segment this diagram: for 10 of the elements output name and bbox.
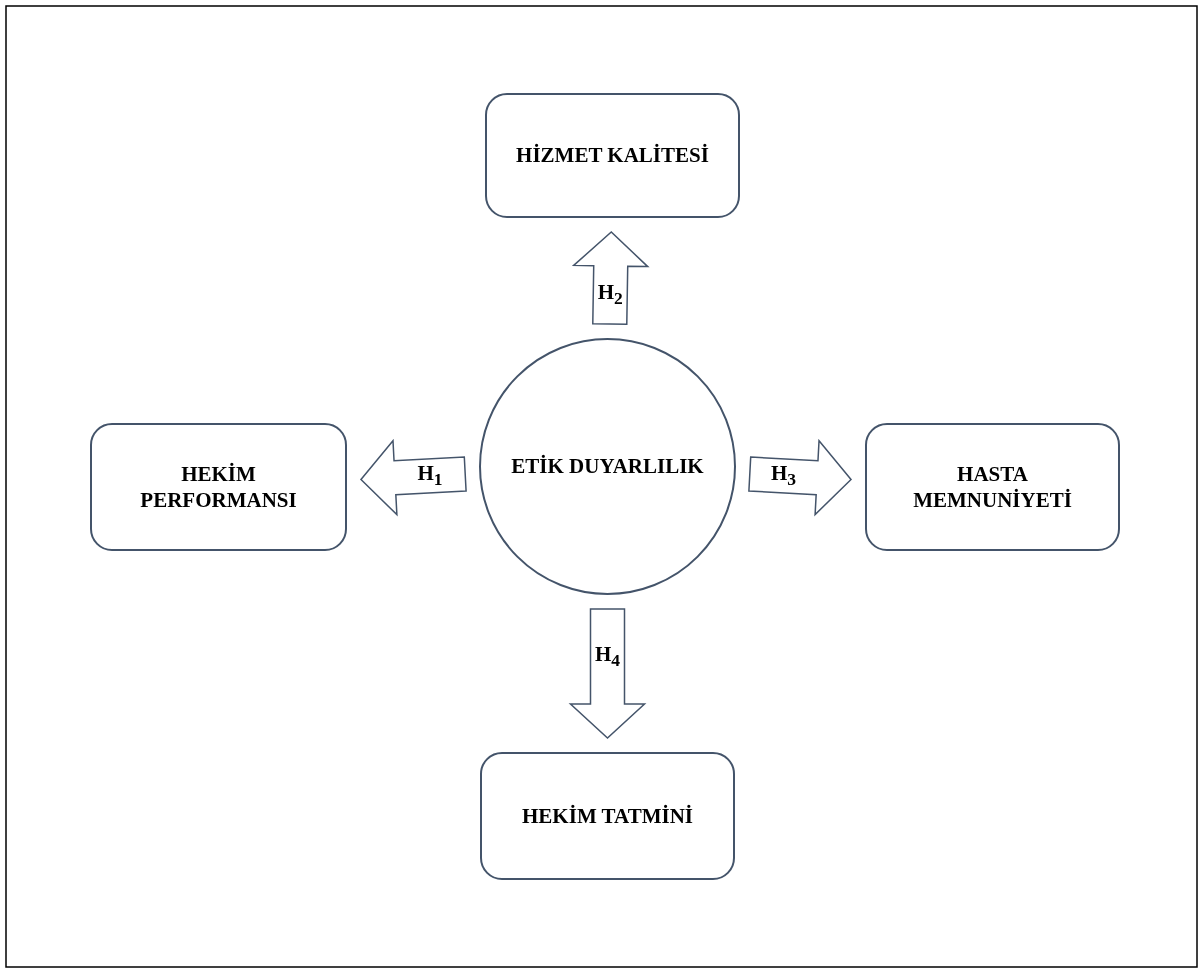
concept-box: [485, 93, 740, 218]
concept-box: [865, 423, 1120, 551]
node-label: HEKİM TATMİNİ: [521, 802, 694, 830]
concept-box: [90, 423, 347, 551]
node-label: ETİK DUYARLILIK: [510, 453, 705, 480]
node-label: HEKİM PERFORMANSI: [139, 460, 298, 514]
block-arrow: [568, 608, 647, 739]
node-label: HASTA MEMNUNİYETİ: [912, 460, 1073, 514]
node-label: HİZMET KALİTESİ: [515, 142, 710, 169]
concept-box: [480, 752, 735, 880]
